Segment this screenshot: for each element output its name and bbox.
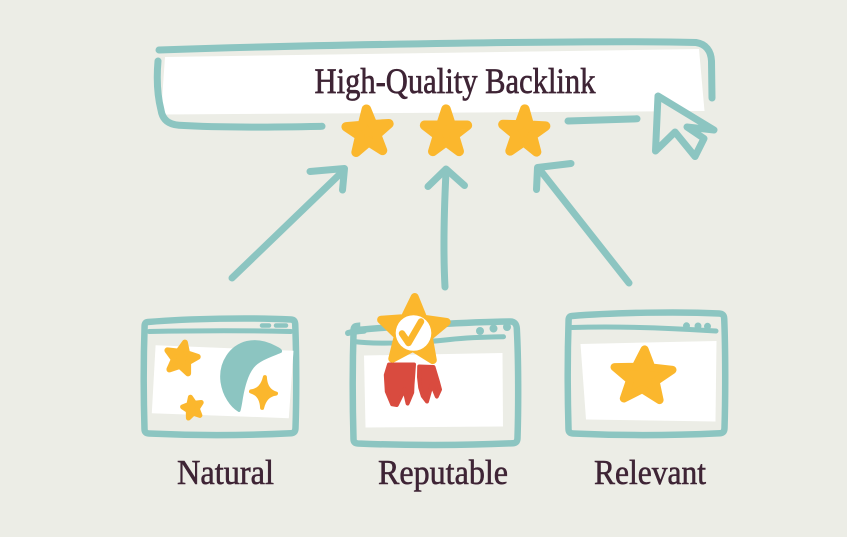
svg-text:Natural: Natural xyxy=(177,453,274,492)
svg-text:Relevant: Relevant xyxy=(594,453,706,492)
svg-text:High-Quality Backlink: High-Quality Backlink xyxy=(315,61,596,101)
svg-text:Reputable: Reputable xyxy=(378,453,508,492)
